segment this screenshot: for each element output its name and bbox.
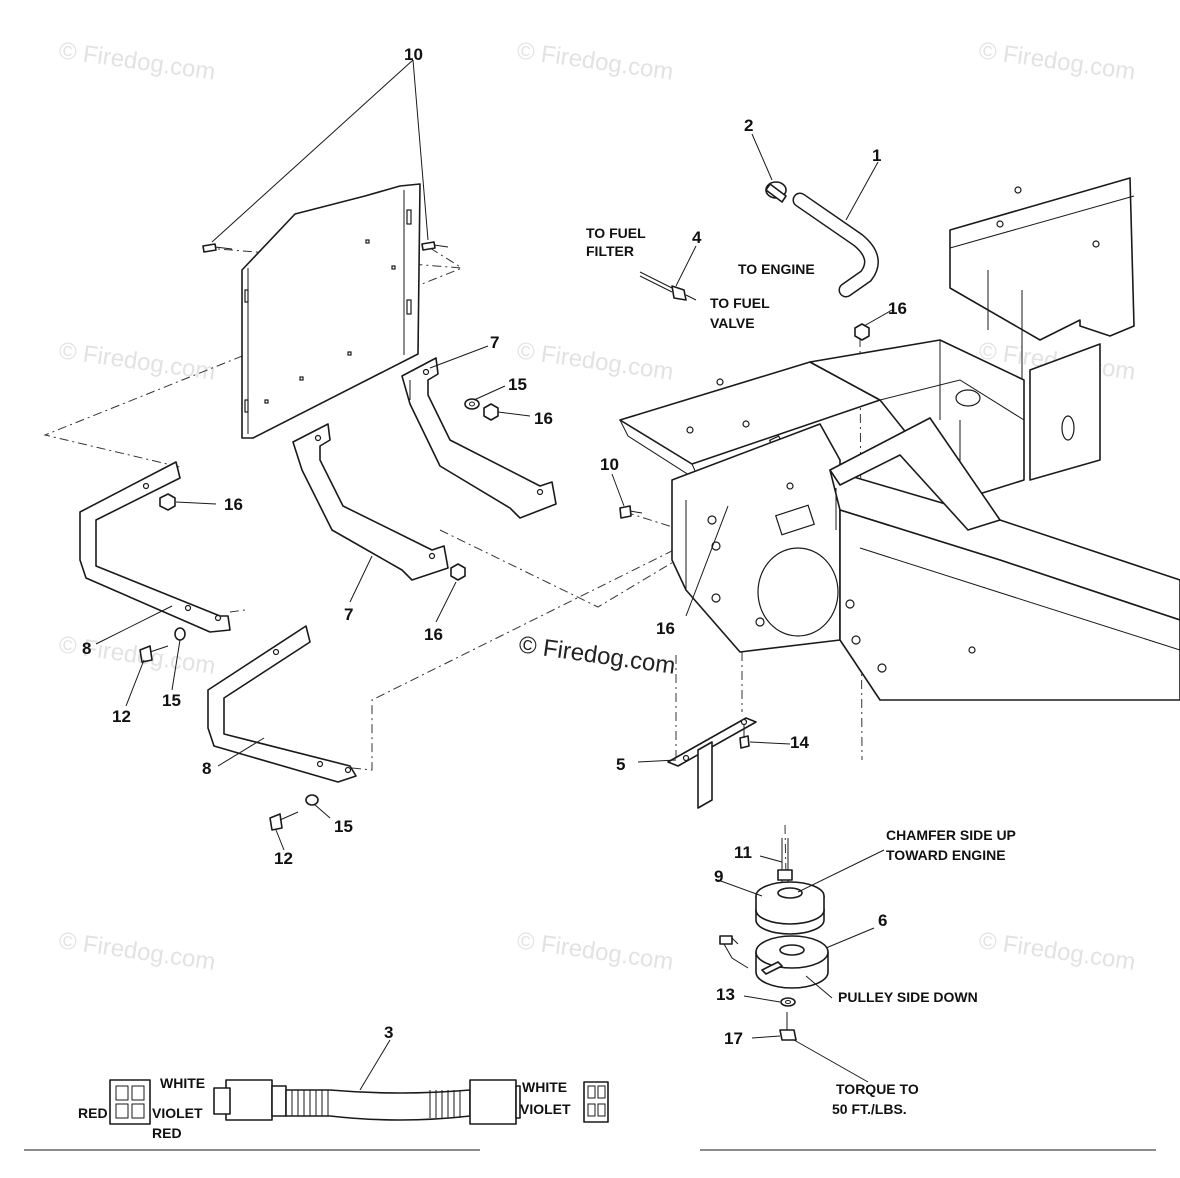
bolt-12-upper: [139, 645, 169, 663]
wire-label-red: RED: [78, 1105, 108, 1121]
labels: TO FUEL FILTER TO ENGINE TO FUEL VALVE C…: [78, 225, 1016, 1141]
bracket-7-lower: [292, 423, 449, 581]
watermark-text: © Firedog.com: [57, 37, 217, 86]
wire-label-red: RED: [152, 1125, 182, 1141]
nut-16-upper-bracket: [483, 403, 499, 421]
leader-lines: [95, 59, 893, 1091]
callout-12: 12: [274, 849, 293, 868]
callout-16: 16: [224, 495, 243, 514]
callout-10: 10: [600, 455, 619, 474]
callout-15: 15: [334, 817, 353, 836]
wire-label-violet: VIOLET: [520, 1101, 571, 1117]
washer-15-strap-upper: [174, 627, 186, 641]
callout-8: 8: [82, 639, 91, 658]
watermark-text: © Firedog.com: [57, 927, 217, 976]
fuel-cap-2: [765, 181, 787, 203]
bolt-10-left: [202, 243, 233, 253]
watermark-text: © Firedog.com: [515, 927, 675, 976]
callout-16: 16: [888, 299, 907, 318]
watermark-text: © Firedog.com: [57, 337, 217, 386]
bracket-5: [667, 717, 757, 809]
callouts: 10 2 1 4 16 7 15 16 16 10 7 16 16 8 12 1…: [82, 45, 907, 1048]
label-to-fuel-valve: TO FUEL: [710, 295, 770, 311]
callout-4: 4: [692, 228, 702, 247]
nut-16-lower-bracket: [450, 563, 466, 581]
callout-11: 11: [734, 843, 752, 862]
callout-2: 2: [744, 116, 753, 135]
callout-14: 14: [790, 733, 809, 752]
fuel-hose-1: [792, 192, 879, 298]
bolt-11: [777, 838, 793, 882]
wire-label-violet: VIOLET: [152, 1105, 203, 1121]
callout-10: 10: [404, 45, 423, 64]
wire-label-white: WHITE: [160, 1075, 205, 1091]
callout-9: 9: [714, 867, 723, 886]
callout-15: 15: [162, 691, 181, 710]
callout-3: 3: [384, 1023, 393, 1042]
callout-16: 16: [656, 619, 675, 638]
watermark-text: © Firedog.com: [515, 337, 675, 386]
callout-1: 1: [872, 146, 881, 165]
nut-16-frame-top: [854, 323, 870, 341]
fuel-fitting-4: [639, 271, 697, 301]
label-torque: 50 FT./LBS.: [832, 1101, 907, 1117]
callout-15: 15: [508, 375, 527, 394]
clutch-6: [719, 935, 829, 989]
washer-15-strap-lower: [305, 794, 319, 806]
watermark-text: © Firedog.com: [515, 37, 675, 86]
callout-16: 16: [424, 625, 443, 644]
callout-5: 5: [616, 755, 625, 774]
screw-14: [739, 724, 750, 749]
strap-8-lower: [207, 625, 357, 783]
watermark-text: © Firedog.com: [977, 37, 1137, 86]
bracket-7-upper: [401, 357, 557, 519]
callout-16: 16: [534, 409, 553, 428]
label-to-fuel-valve: VALVE: [710, 315, 755, 331]
label-chamfer: CHAMFER SIDE UP: [886, 827, 1016, 843]
callout-8: 8: [202, 759, 211, 778]
watermark-text: © Firedog.com: [977, 927, 1137, 976]
label-to-engine: TO ENGINE: [738, 261, 815, 277]
washer-15-upper: [464, 398, 480, 410]
label-to-fuel-filter: FILTER: [586, 243, 634, 259]
label-to-fuel-filter: TO FUEL: [586, 225, 646, 241]
callout-6: 6: [878, 911, 887, 930]
mounting-plate: [241, 183, 421, 439]
label-torque: TORQUE TO: [836, 1081, 919, 1097]
callout-13: 13: [716, 985, 735, 1004]
strap-8-upper: [79, 461, 231, 633]
bolt-17: [779, 1012, 797, 1041]
callout-7: 7: [344, 605, 353, 624]
bolt-10-right: [421, 241, 449, 251]
watermark-main: © Firedog.com: [517, 631, 677, 680]
callout-7: 7: [490, 333, 499, 352]
callout-17: 17: [724, 1029, 743, 1048]
washer-13: [780, 997, 796, 1007]
nut-16-strap: [159, 493, 176, 511]
pulley-9: [755, 881, 825, 935]
wire-label-white: WHITE: [522, 1079, 567, 1095]
label-pulley-side-down: PULLEY SIDE DOWN: [838, 989, 978, 1005]
label-chamfer: TOWARD ENGINE: [886, 847, 1006, 863]
bolt-12-lower: [269, 811, 299, 831]
frame-assembly: [619, 177, 1180, 701]
bolt-10-frame: [619, 505, 643, 519]
wire-harness-3: [109, 1079, 609, 1125]
callout-12: 12: [112, 707, 131, 726]
